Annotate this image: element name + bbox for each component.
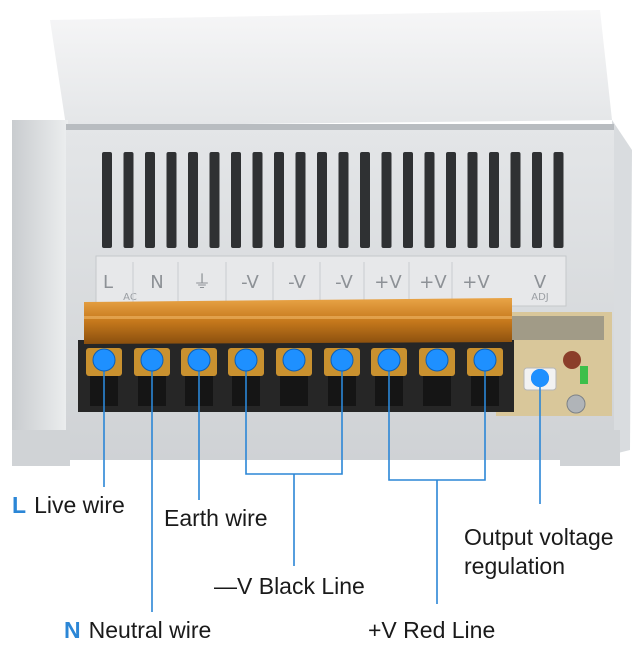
- vent-slot: [338, 152, 349, 248]
- black-line-text: —V Black Line: [214, 573, 365, 599]
- terminal-label: -V: [241, 272, 259, 293]
- terminal-highlight-dot: [377, 348, 401, 372]
- terminal-highlight-dot: [282, 348, 306, 372]
- vent-slot: [123, 152, 134, 248]
- terminal-label: N: [150, 272, 163, 293]
- terminal-sublabel: ADJ: [531, 292, 549, 303]
- case-top-edge: [66, 124, 614, 130]
- vent-slot: [166, 152, 177, 248]
- vent-slot: [381, 152, 392, 248]
- terminal-highlight-dots: [92, 348, 549, 387]
- terminal-highlight-dot: [187, 348, 211, 372]
- terminal-label: +V: [462, 272, 490, 293]
- terminal-highlight-dot: [330, 348, 354, 372]
- vent-slot: [295, 152, 306, 248]
- terminal-highlight-dot: [473, 348, 497, 372]
- red-line-text: +V Red Line: [368, 617, 496, 643]
- capacitor-icon: [563, 351, 581, 369]
- terminal-label: -V: [335, 272, 353, 293]
- terminal-highlight-dot: [92, 348, 116, 372]
- indicator-led-icon: [580, 366, 588, 384]
- mounting-foot-left: [12, 430, 70, 466]
- vent-slot: [424, 152, 435, 248]
- earth-wire-label: Earth wire: [164, 504, 268, 533]
- vent-slot: [317, 152, 327, 248]
- output-voltage-regulation-label: Output voltage regulation: [464, 523, 640, 581]
- case-left-side: [12, 120, 68, 460]
- terminal-highlight-dot: [234, 348, 258, 372]
- adjust-highlight-dot: [531, 369, 549, 387]
- terminal-label: +V: [419, 272, 447, 293]
- terminal-sublabel: AC: [123, 292, 137, 303]
- mounting-foot-right: [560, 430, 620, 466]
- vent-slot: [209, 152, 220, 248]
- output-voltage-regulation-text: Output voltage regulation: [464, 524, 614, 579]
- board-shadow: [508, 316, 604, 340]
- live-wire-text: Live wire: [34, 492, 125, 518]
- vent-slot: [403, 152, 413, 248]
- terminal-label: +V: [374, 272, 402, 293]
- vent-slot: [188, 152, 198, 248]
- vent-slot: [360, 152, 370, 248]
- terminal-label: V: [534, 272, 547, 293]
- vent-slot: [446, 152, 456, 248]
- screw-icon: [566, 394, 586, 414]
- vent-slot: [274, 152, 284, 248]
- case-top-cover: [50, 10, 612, 126]
- vent-slot: [145, 152, 155, 248]
- vent-slot: [532, 152, 542, 248]
- terminal-highlight-dot: [140, 348, 164, 372]
- black-line-label: —V Black Line: [214, 572, 365, 601]
- live-wire-label: L Live wire: [12, 491, 125, 520]
- vent-slot: [467, 152, 478, 248]
- terminal-insulator-cover: [84, 298, 512, 344]
- earth-wire-text: Earth wire: [164, 505, 268, 531]
- neutral-wire-key: N: [64, 617, 81, 643]
- terminal-label: -V: [288, 272, 306, 293]
- live-wire-key: L: [12, 492, 27, 518]
- insulator-highlight: [84, 316, 512, 319]
- terminal-highlight-dot: [425, 348, 449, 372]
- callout-leader-lines: [103, 360, 541, 612]
- terminal-label: ⏚: [193, 272, 211, 293]
- terminal-label: L: [103, 272, 113, 293]
- case-right-side: [610, 120, 632, 455]
- neutral-wire-label: N Neutral wire: [64, 616, 211, 645]
- vent-slot: [510, 152, 521, 248]
- vent-slot: [489, 152, 499, 248]
- vent-slot: [252, 152, 263, 248]
- terminal-block: [78, 298, 514, 412]
- label-panel-background: [95, 255, 567, 307]
- ventilation-slots: [102, 152, 564, 248]
- vent-slot: [553, 152, 564, 248]
- red-line-label: +V Red Line: [368, 616, 495, 645]
- terminal-wire-slot: [280, 376, 308, 406]
- terminal-wire-slot: [423, 376, 451, 406]
- neutral-wire-text: Neutral wire: [88, 617, 212, 643]
- vent-slot: [102, 152, 112, 248]
- vent-slot: [231, 152, 241, 248]
